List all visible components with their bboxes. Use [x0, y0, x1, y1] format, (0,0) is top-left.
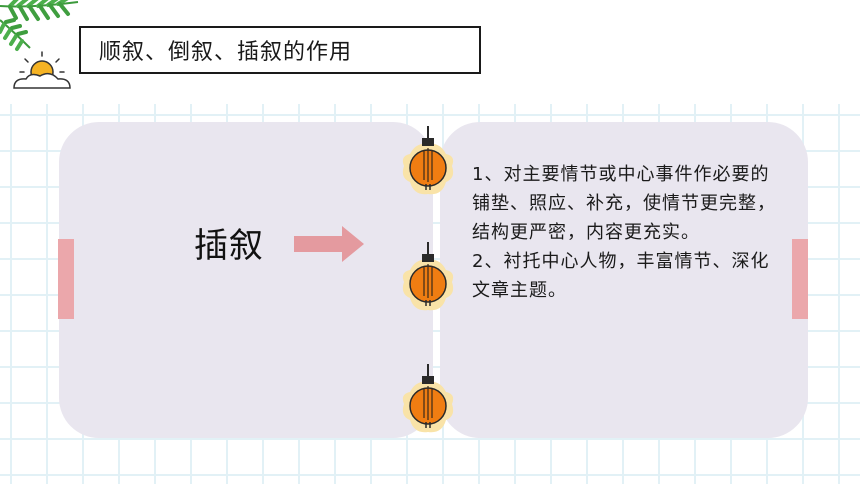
page-title: 顺叙、倒叙、插叙的作用 — [79, 26, 481, 74]
left-accent-tab — [58, 239, 74, 319]
lantern-icon — [402, 126, 454, 195]
cloud-icon — [13, 72, 71, 89]
lantern-icon — [402, 242, 454, 311]
term-label: 插叙 — [194, 226, 264, 266]
lantern-icon — [402, 364, 454, 433]
palm-leaf-sun-decoration — [0, 0, 79, 89]
arrow-right-icon — [294, 226, 364, 262]
left-panel — [59, 122, 433, 438]
point-2: 2、衬托中心人物，丰富情节、深化文章主题。 — [472, 251, 770, 301]
palm-leaf-icon — [0, 0, 79, 51]
description-text: 1、对主要情节或中心事件作必要的铺垫、照应、补充，使情节更完整，结构更严密，内容… — [472, 160, 778, 305]
right-accent-tab — [792, 239, 808, 319]
point-1: 1、对主要情节或中心事件作必要的铺垫、照应、补充，使情节更完整，结构更严密，内容… — [472, 164, 776, 243]
right-panel — [440, 122, 808, 438]
